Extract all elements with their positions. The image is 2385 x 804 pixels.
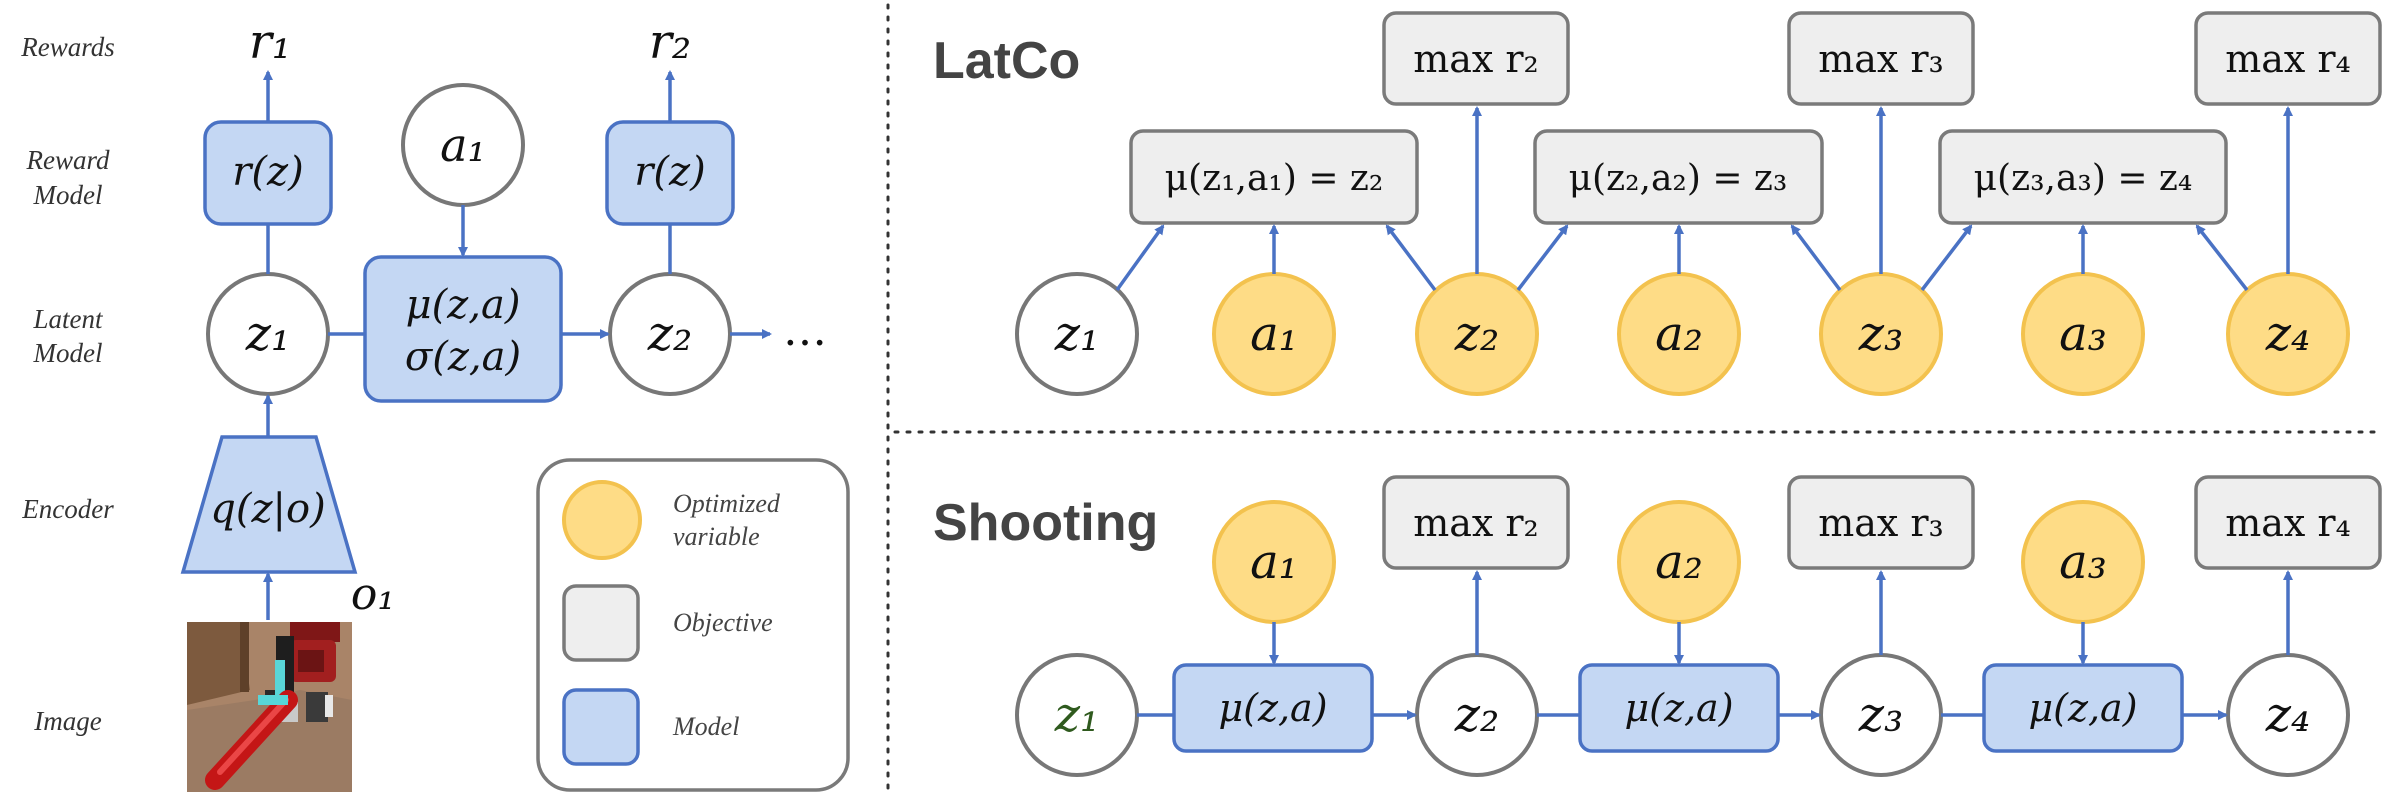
shooting-action-a2-label: a₂ <box>1655 534 1703 590</box>
shooting-model-1 <box>1172 663 1374 753</box>
latco-node-z2-label: z₂ <box>1454 306 1500 362</box>
shooting-state-z1-label: z₁ <box>1054 687 1100 743</box>
shooting-title: Shooting <box>933 494 1158 552</box>
label-reward-model-1: Reward <box>26 145 110 175</box>
legend-objective-swatch <box>562 584 640 662</box>
shooting-state-z2-label: z₂ <box>1454 687 1500 743</box>
shooting-objectives: max r₂ max r₃ max r₄ <box>1382 475 2382 570</box>
latco-dynamics-2 <box>1533 129 1824 225</box>
latco-dynamics-3 <box>1938 129 2228 225</box>
latco-objective-2-label: max r₃ <box>1818 37 1944 81</box>
label-encoder: Encoder <box>21 494 114 524</box>
label-latent-model-2: Model <box>33 338 103 368</box>
shooting-objective-1 <box>1382 475 1570 570</box>
reward-r2: r₂ <box>649 14 691 70</box>
shooting-action-a3-label: a₃ <box>2059 534 2107 590</box>
observation-image <box>187 622 352 792</box>
encoder-label: q(z|o) <box>210 486 325 532</box>
latco-objective-1-label: max r₂ <box>1413 37 1539 81</box>
latent-sigma: σ(z,a) <box>405 334 521 380</box>
shooting-objective-3 <box>2194 475 2382 570</box>
label-latent-model-1: Latent <box>32 304 104 334</box>
latco-nodes: z₁ a₁ z₂ a₂ z₃ a₃ z₄ <box>1015 272 2350 396</box>
label-image: Image <box>33 706 101 736</box>
legend: Optimized variable Objective Model <box>536 458 850 792</box>
latco-node-a3-label: a₃ <box>2059 306 2107 362</box>
latco-objective-2 <box>1787 11 1975 106</box>
latco-dynamics: μ(z₁,a₁) = z₂ μ(z₂,a₂) = z₃ μ(z₃,a₃) = z… <box>1129 129 2228 225</box>
ellipsis: … <box>783 305 827 356</box>
shooting-state-z3-label: z₃ <box>1858 687 1904 743</box>
latco-node-z4-label: z₄ <box>2265 306 2311 362</box>
latent-mu: μ(z,a) <box>406 282 521 328</box>
shooting-model-2 <box>1578 663 1780 753</box>
encoder-box <box>180 435 358 574</box>
label-reward-model-2: Model <box>33 180 103 210</box>
latent-label-z1: z₁ <box>245 306 291 362</box>
reward-fn-1: r(z) <box>232 149 303 195</box>
shooting-objective-2-label: max r₃ <box>1818 501 1944 545</box>
latco-objectives: max r₂ max r₃ max r₄ <box>1382 11 2382 106</box>
shooting-objective-1-label: max r₂ <box>1413 501 1539 545</box>
latco-objective-1 <box>1382 11 1570 106</box>
shooting-objective-2 <box>1787 475 1975 570</box>
shooting-model-3-label: μ(z,a) <box>2028 686 2137 730</box>
shooting-objective-3-label: max r₄ <box>2225 501 2351 545</box>
shooting-model-3 <box>1982 663 2184 753</box>
observation-o1: o₁ <box>351 569 395 620</box>
legend-model-swatch <box>562 688 640 766</box>
latco-objective-3 <box>2194 11 2382 106</box>
legend-optimized-swatch <box>562 480 642 560</box>
legend-objective: Objective <box>673 608 773 637</box>
latco-title: LatCo <box>933 32 1080 90</box>
shooting-actions: a₁ a₂ a₃ <box>1212 500 2145 624</box>
shooting-action-a1-label: a₁ <box>1250 534 1298 590</box>
latco-node-z3-label: z₃ <box>1858 306 1904 362</box>
reward-fn-2: r(z) <box>634 149 705 195</box>
action-label-a1: a₁ <box>440 118 486 172</box>
latco-objective-3-label: max r₄ <box>2225 37 2351 81</box>
legend-optimized-2: variable <box>673 522 760 551</box>
reward-r1: r₁ <box>249 14 291 70</box>
latco-node-a1-label: a₁ <box>1250 306 1298 362</box>
latco-dynamics-2-label: μ(z₂,a₂) = z₃ <box>1569 158 1788 199</box>
latent-model-box <box>363 255 563 403</box>
shooting-arrows <box>1137 570 2293 720</box>
latent-label-z2: z₂ <box>647 306 693 362</box>
shooting-model-2-label: μ(z,a) <box>1624 686 1733 730</box>
legend-model: Model <box>672 712 739 741</box>
latco-dynamics-1 <box>1129 129 1419 225</box>
latco-dynamics-3-label: μ(z₃,a₃) = z₄ <box>1974 158 2193 199</box>
shooting-states: z₁ z₂ z₃ z₄ <box>1015 653 2350 777</box>
side-labels: Rewards Reward Model Latent Model Encode… <box>20 32 115 736</box>
shooting-model-1-label: μ(z,a) <box>1218 686 1327 730</box>
latco-node-z1 <box>1015 272 1139 396</box>
label-rewards: Rewards <box>20 32 115 62</box>
legend-optimized-1: Optimized <box>673 489 781 518</box>
left-arrows <box>263 70 772 620</box>
shooting-models: μ(z,a) μ(z,a) μ(z,a) <box>1172 663 2184 753</box>
latco-node-a2-label: a₂ <box>1655 306 1703 362</box>
shooting-state-z4-label: z₄ <box>2265 687 2311 743</box>
latco-dynamics-1-label: μ(z₁,a₁) = z₂ <box>1165 158 1384 199</box>
latco-arrows <box>1115 106 2293 292</box>
latco-node-z1-label: z₁ <box>1054 306 1100 362</box>
